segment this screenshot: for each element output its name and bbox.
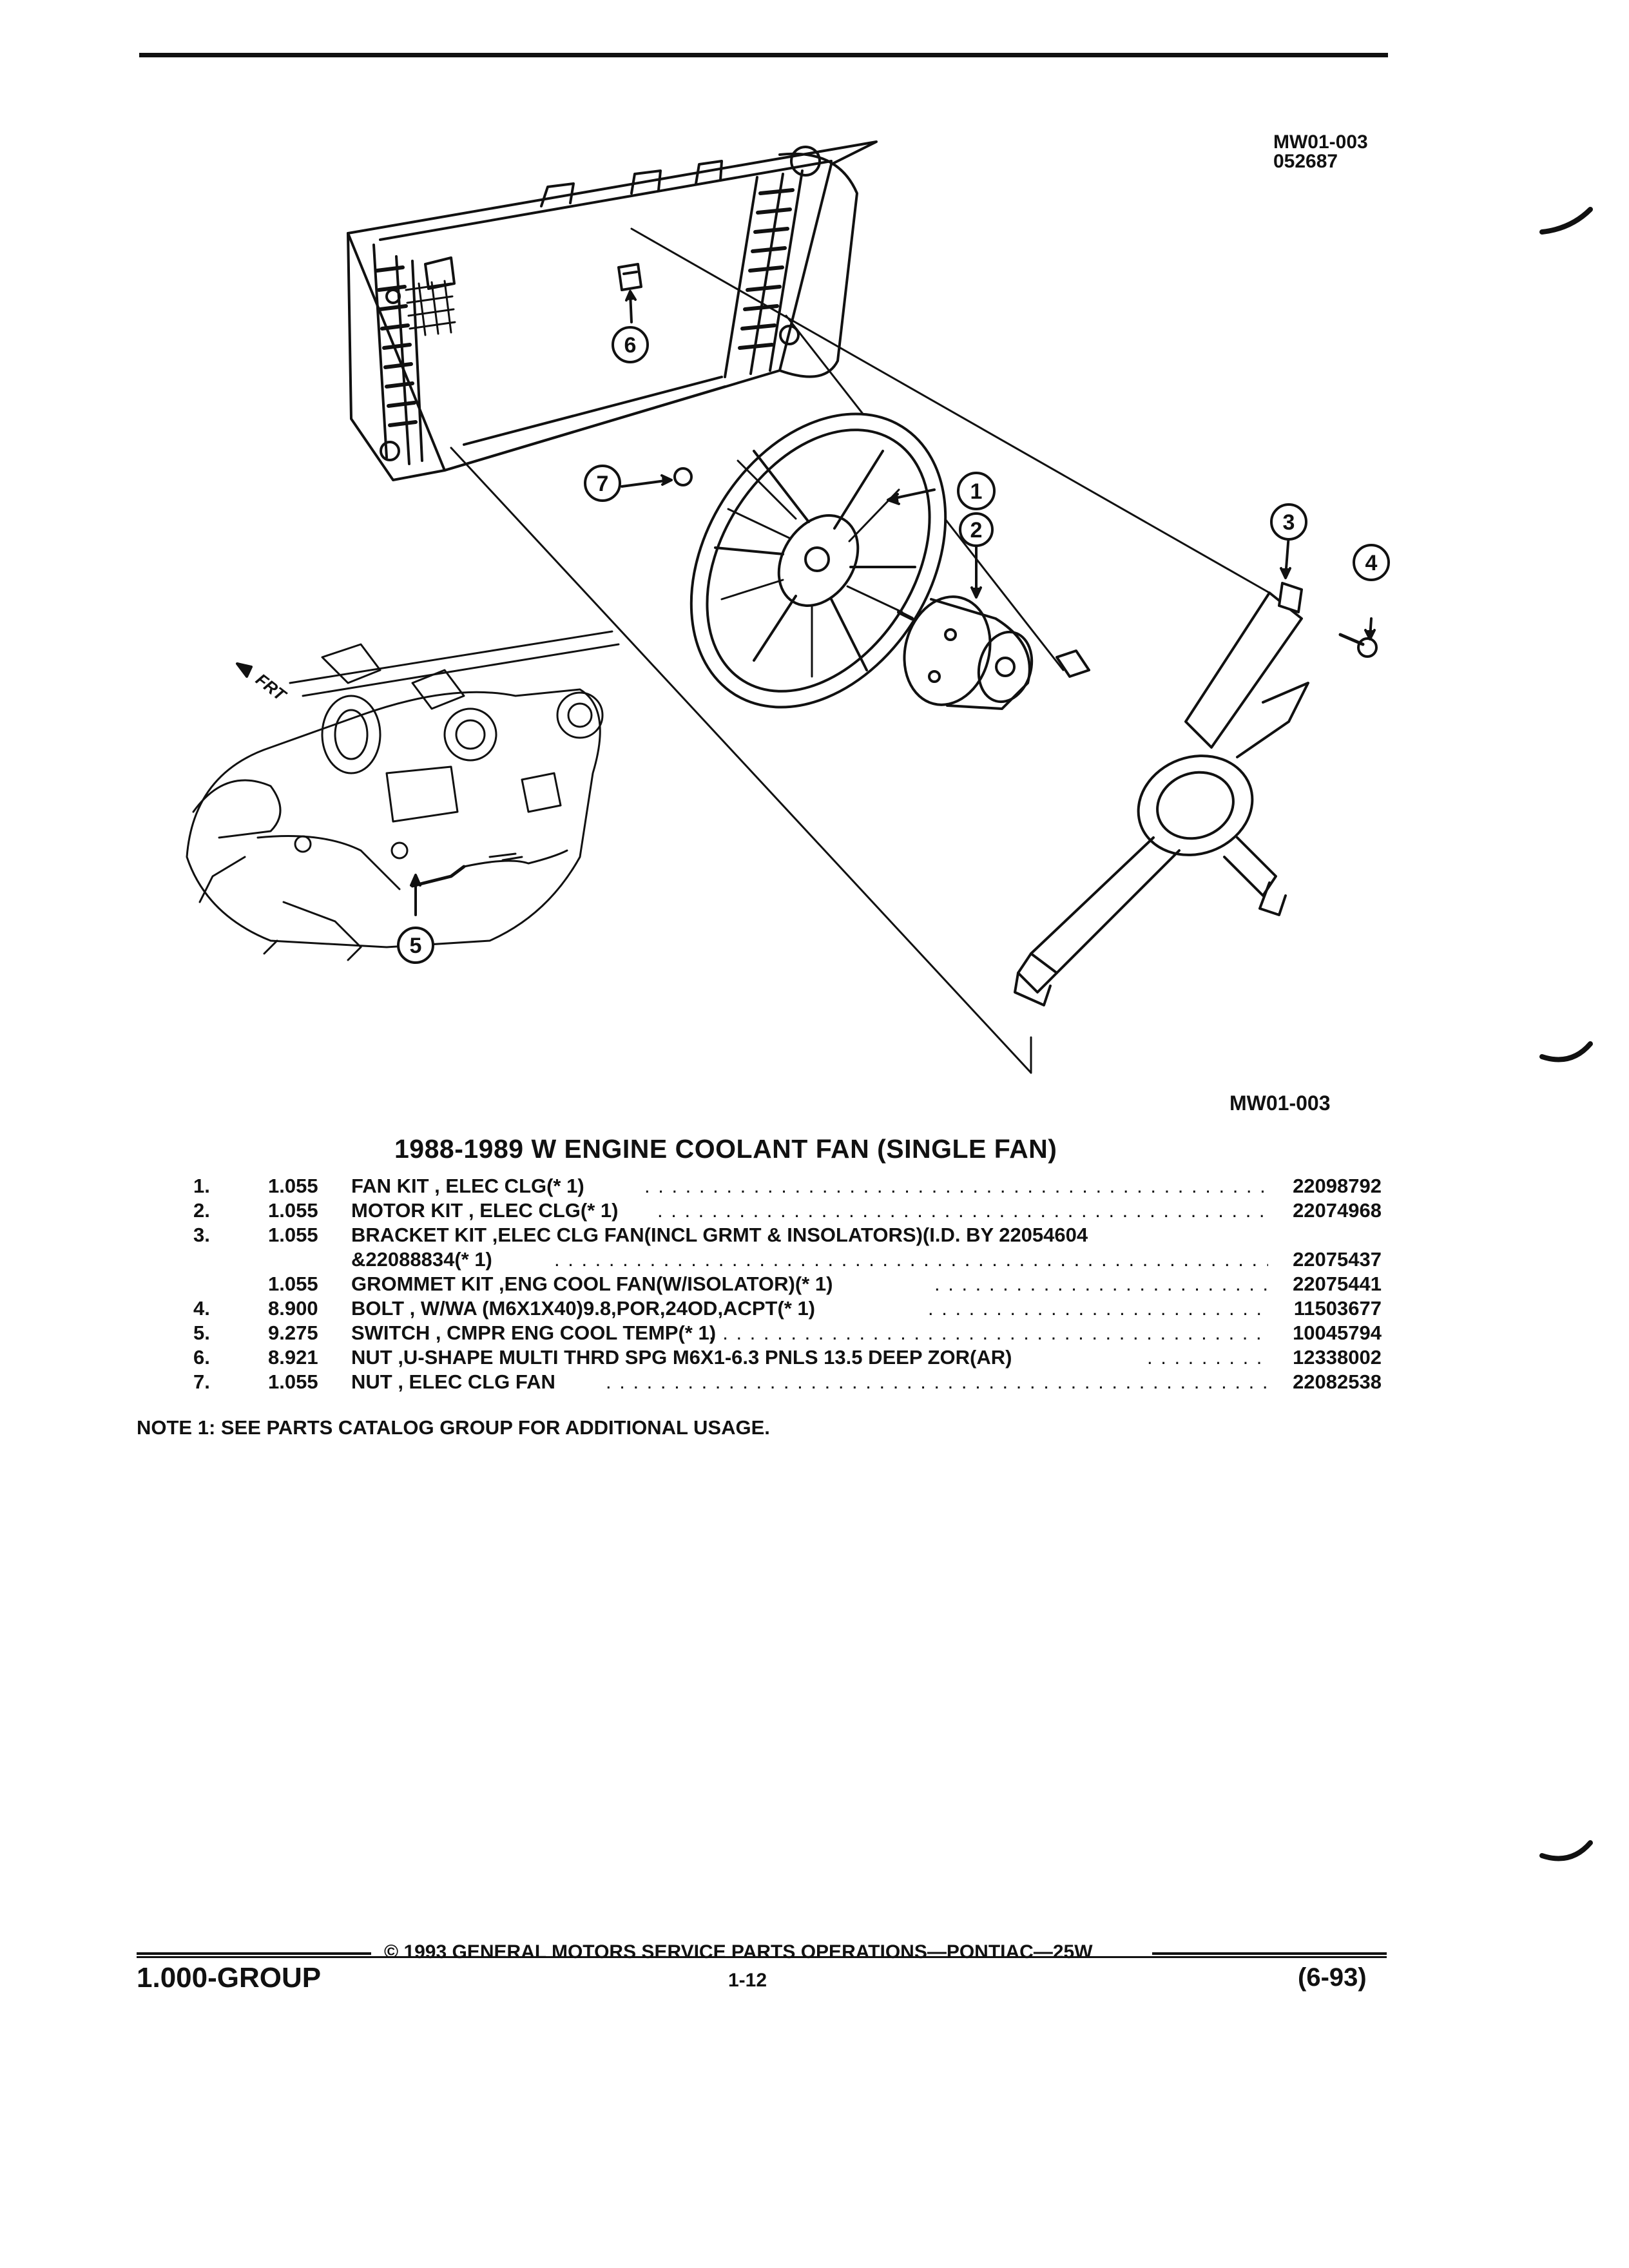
item-number: 2. — [193, 1199, 210, 1222]
fan-bracket-illustration — [1014, 582, 1309, 1006]
revision-date: (6-93) — [1298, 1963, 1367, 1992]
item-description: NUT ,U-SHAPE MULTI THRD SPG M6X1-6.3 PNL… — [351, 1346, 1012, 1369]
parts-row: 1. 1.055 FAN KIT , ELEC CLG(* 1) . . . . . … — [0, 1174, 1629, 1198]
callout-2: 2 — [970, 518, 983, 543]
item-number: 4. — [193, 1297, 210, 1320]
footer-rule-bottom — [137, 1956, 1387, 1958]
leader-dots: . . . . . . . . . . . . . . . . . . . . … — [1147, 1346, 1268, 1369]
front-label: FRT — [252, 669, 291, 706]
item-number: 6. — [193, 1346, 210, 1369]
part-number: 22082538 — [1293, 1370, 1382, 1393]
item-description: BRACKET KIT ,ELEC CLG FAN(INCL GRMT & IN… — [351, 1224, 1088, 1246]
footer-rule-left — [137, 1952, 371, 1955]
part-number: 22074968 — [1293, 1199, 1382, 1222]
group-code: 1.055 — [268, 1175, 318, 1197]
fan-motor-illustration — [897, 595, 1034, 710]
parts-row: 1.055 GROMMET KIT ,ENG COOL FAN(W/ISOLATO… — [0, 1272, 1629, 1296]
callout-6: 6 — [624, 333, 637, 358]
diagram-ref-date: 052687 — [1273, 151, 1338, 172]
item-description-continued: &22088834(* 1) — [351, 1248, 492, 1271]
fan-assembly-illustration — [689, 412, 947, 709]
part-number: 22075441 — [1293, 1273, 1382, 1295]
item-description: GROMMET KIT ,ENG COOL FAN(W/ISOLATOR)(* … — [351, 1273, 833, 1295]
group-number: 1.000-GROUP — [137, 1962, 322, 1994]
copyright-line: © 1993 GENERAL MOTORS SERVICE PARTS OPER… — [384, 1941, 1093, 1963]
group-code: 8.921 — [268, 1346, 318, 1369]
group-code: 1.055 — [268, 1370, 318, 1393]
binder-mark-bottom — [1539, 1840, 1593, 1861]
bolt-illustration — [1338, 633, 1378, 658]
diagram-caption-code: MW01-003 — [1229, 1091, 1331, 1115]
parts-row: 2. 1.055 MOTOR KIT , ELEC CLG(* 1) . . . . … — [0, 1198, 1629, 1223]
callout-3: 3 — [1283, 510, 1295, 535]
item-description: FAN KIT , ELEC CLG(* 1) — [351, 1175, 584, 1197]
leader-dots: . . . . . . . . . . . . . . . . . . . . … — [606, 1370, 1268, 1393]
item-description: NUT , ELEC CLG FAN — [351, 1370, 555, 1393]
leader-dots: . . . . . . . . . . . . . . . . . . . . … — [644, 1175, 1268, 1197]
group-code: 1.055 — [268, 1273, 318, 1295]
radiator-illustration — [347, 140, 878, 481]
item-number: 3. — [193, 1224, 210, 1246]
item-number: 1. — [193, 1175, 210, 1197]
usage-note: NOTE 1: SEE PARTS CATALOG GROUP FOR ADDI… — [137, 1416, 770, 1439]
parts-row: 7. 1.055 NUT , ELEC CLG FAN . . . . . . . .… — [0, 1370, 1629, 1394]
part-number: 22075437 — [1293, 1248, 1382, 1271]
callout-4: 4 — [1365, 551, 1378, 575]
top-rule — [139, 53, 1388, 57]
parts-row: 4. 8.900 BOLT , W/WA (M6X1X40)9.8,POR,24OD… — [0, 1296, 1629, 1321]
item-number: 5. — [193, 1321, 210, 1344]
parts-row: 3. 1.055 BRACKET KIT ,ELEC CLG FAN(INCL GR… — [0, 1223, 1629, 1247]
item-number: 7. — [193, 1370, 210, 1393]
item-description: BOLT , W/WA (M6X1X40)9.8,POR,24OD,ACPT(*… — [351, 1297, 816, 1320]
callout-7: 7 — [597, 472, 609, 496]
parts-row-continued: &22088834(* 1) . . . . . . . . . . . . . … — [0, 1247, 1629, 1272]
engine-inset-illustration — [186, 630, 620, 961]
leader-dots: . . . . . . . . . . . . . . . . . . . . … — [934, 1273, 1268, 1295]
group-code: 8.900 — [268, 1297, 318, 1320]
footer-rule-right — [1152, 1952, 1387, 1955]
group-code: 1.055 — [268, 1224, 318, 1246]
leader-dots: . . . . . . . . . . . . . . . . . . . . … — [554, 1248, 1268, 1271]
parts-list: 1. 1.055 FAN KIT , ELEC CLG(* 1) . . . . . … — [0, 1174, 1629, 1393]
diagram-ref-code: MW01-003 — [1273, 131, 1368, 153]
leader-dots: . . . . . . . . . . . . . . . . . . . . … — [709, 1321, 1268, 1344]
callout-5: 5 — [410, 934, 422, 958]
leader-dots: . . . . . . . . . . . . . . . . . . . . … — [657, 1199, 1268, 1222]
callout-1: 1 — [970, 479, 983, 504]
page-title: 1988-1989 W ENGINE COOLANT FAN (SINGLE F… — [394, 1134, 1057, 1164]
item-description: SWITCH , CMPR ENG COOL TEMP(* 1) — [351, 1321, 717, 1344]
group-code: 9.275 — [268, 1321, 318, 1344]
page-number: 1-12 — [728, 1970, 767, 1991]
parts-row: 6. 8.921 NUT ,U-SHAPE MULTI THRD SPG M6X1-… — [0, 1345, 1629, 1370]
leader-dots: . . . . . . . . . . . . . . . . . . . . … — [928, 1297, 1268, 1320]
part-number: 10045794 — [1293, 1321, 1382, 1344]
part-number: 12338002 — [1293, 1346, 1382, 1369]
coolant-fan-exploded-diagram: 1 2 3 4 5 6 7 FRT — [186, 140, 1390, 1074]
part-number: 22098792 — [1293, 1175, 1382, 1197]
binder-mark-middle — [1539, 1041, 1593, 1062]
group-code: 1.055 — [268, 1199, 318, 1222]
binder-mark-top — [1539, 207, 1593, 235]
item-description: MOTOR KIT , ELEC CLG(* 1) — [351, 1199, 619, 1222]
parts-row: 5. 9.275 SWITCH , CMPR ENG COOL TEMP(* 1).… — [0, 1321, 1629, 1345]
part-number: 11503677 — [1293, 1297, 1382, 1320]
u-nut-illustration — [617, 263, 642, 291]
